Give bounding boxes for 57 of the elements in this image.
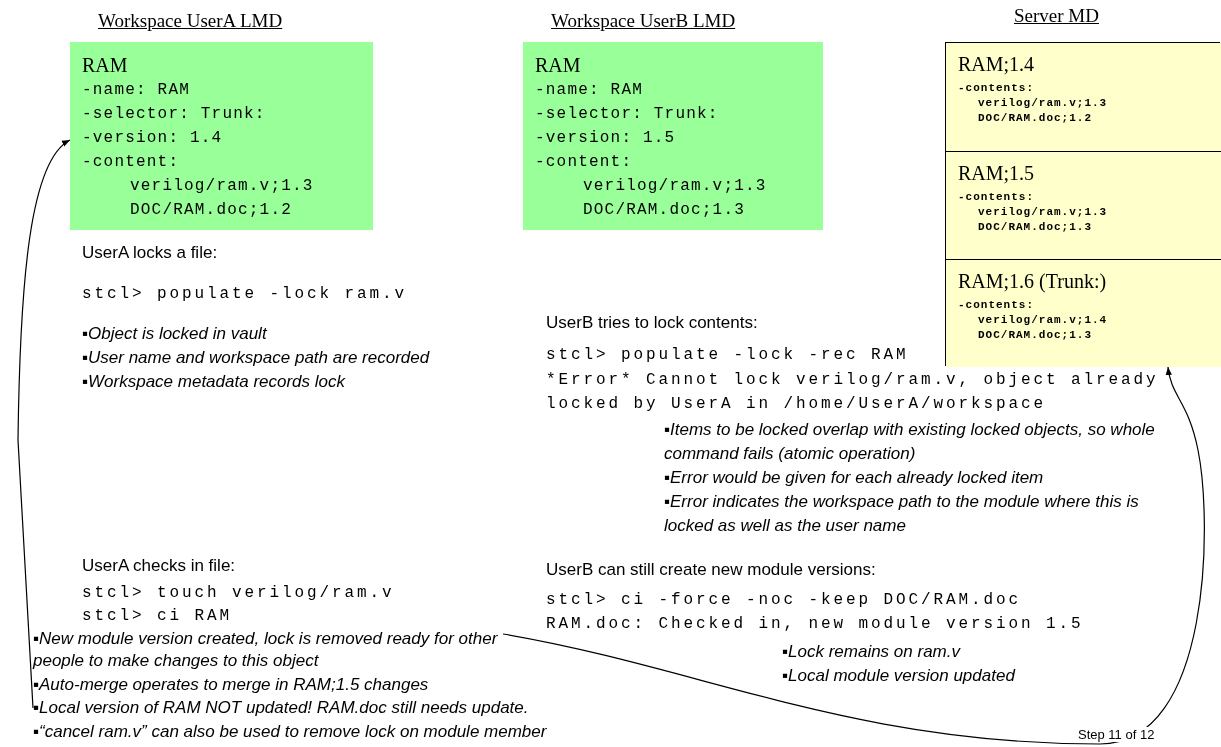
command-line: *Error* Cannot lock verilog/ram.v, object already locked by UserA in /home/UserA/workspace [546, 370, 1160, 415]
field-line: verilog/ram.v;1.3 [977, 205, 1109, 220]
field-line: verilog/ram.v;1.4 [977, 313, 1109, 328]
instruction-text: UserA checks in file: [82, 555, 236, 577]
field-line: DOC/RAM.doc;1.2 [977, 111, 1094, 126]
box-title: RAM;1.6 (Trunk:) [958, 269, 1108, 294]
bullet-note: ▪Auto-merge operates to merge in RAM;1.5 changes [33, 674, 429, 696]
field-line: -version: 1.5 [535, 128, 677, 149]
bullet-note: ▪Local module version updated [782, 665, 1015, 687]
curved-arrow [502, 366, 1205, 745]
bullet-note: ▪User name and workspace path are recorded [82, 347, 430, 369]
box-title: RAM [82, 53, 129, 78]
box-title: RAM;1.4 [958, 52, 1036, 77]
field-line: DOC/RAM.doc;1.3 [977, 328, 1094, 343]
field-line: -contents: [958, 81, 1035, 96]
field-line: verilog/ram.v;1.3 [129, 176, 315, 197]
section-heading: Server MD [1014, 5, 1099, 27]
bullet-note: ▪Lock remains on ram.v [782, 641, 960, 663]
bullet-note: ▪“cancel ram.v” can also be used to remove lock on module member [33, 721, 547, 743]
note-text: ▪New module version created, lock is removed ready for other people to make changes to this object [33, 628, 503, 672]
box-title: RAM [535, 53, 582, 78]
section-heading: Workspace UserB LMD [551, 10, 736, 32]
field-line: -selector: Trunk: [535, 104, 720, 125]
instruction-text: UserB tries to lock contents: [546, 312, 758, 334]
field-line: -name: RAM [535, 80, 644, 101]
curved-arrow [17, 139, 71, 709]
command-line: stcl> populate -lock ram.v [82, 284, 408, 305]
command-line: stcl> ci RAM [82, 606, 233, 627]
instruction-text: UserA locks a file: [82, 242, 218, 264]
field-line: verilog/ram.v;1.3 [977, 96, 1109, 111]
section-heading: Workspace UserA LMD [98, 10, 283, 32]
field-line: -contents: [958, 190, 1035, 205]
note-text: ▪Local version of RAM NOT updated! RAM.doc still needs update. [33, 697, 529, 719]
field-line: verilog/ram.v;1.3 [582, 176, 768, 197]
field-line: DOC/RAM.doc;1.3 [977, 220, 1094, 235]
bullet-note: ▪Error would be given for each already locked item [664, 467, 1044, 489]
bullet-note: ▪Items to be locked overlap with existing locked objects, so whole command fails (atomic operation) [664, 419, 1156, 465]
field-line: -name: RAM [82, 80, 191, 101]
field-line: DOC/RAM.doc;1.2 [129, 200, 294, 221]
field-line: -contents: [958, 298, 1035, 313]
bullet-note: ▪Object is locked in vault [82, 323, 267, 345]
field-line: -selector: Trunk: [82, 104, 267, 125]
box-title: RAM;1.5 [958, 161, 1036, 186]
field-line: -content: [535, 152, 634, 173]
field-line: DOC/RAM.doc;1.3 [582, 200, 747, 221]
command-line: stcl> populate -lock -rec RAM [546, 345, 909, 366]
version-box [946, 259, 1221, 367]
bullet-note: ▪Error indicates the workspace path to the module where this is locked as well as the user name [664, 491, 1140, 537]
command-line: stcl> touch verilog/ram.v [82, 583, 395, 604]
command-line: RAM.doc: Checked in, new module version 1.5 [546, 614, 1084, 635]
version-box [946, 151, 1221, 259]
bullet-note: ▪Workspace metadata records lock [82, 371, 346, 393]
field-line: -content: [82, 152, 181, 173]
field-line: -version: 1.4 [82, 128, 224, 149]
instruction-text: UserB can still create new module versions: [546, 559, 876, 581]
step-counter: Step 11 of 12 [1078, 727, 1155, 742]
command-line: stcl> ci -force -noc -keep DOC/RAM.doc [546, 590, 1022, 611]
